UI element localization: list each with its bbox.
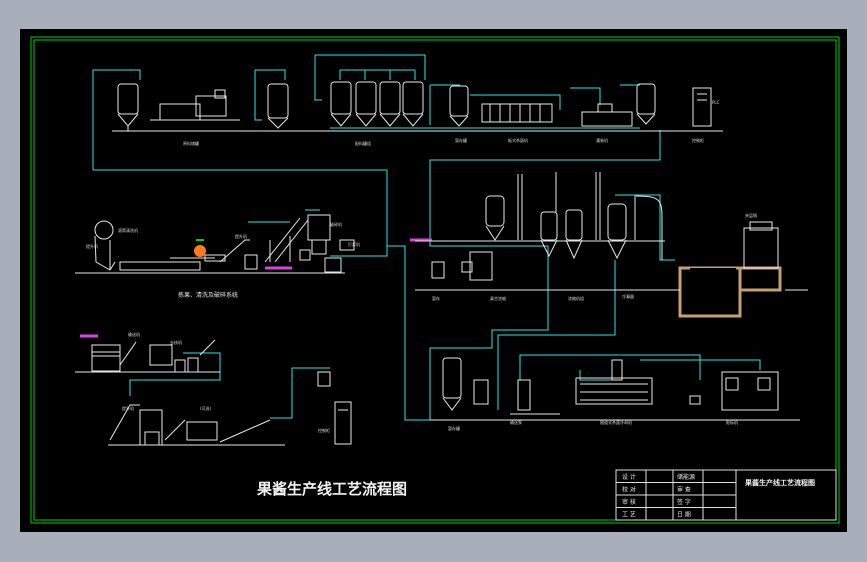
title-block xyxy=(615,469,837,521)
sorting-line-equipment xyxy=(75,339,352,446)
title-block-row-4: 工 艺 日 期 xyxy=(622,511,691,519)
bottom-line-captions: 暂存罐 输送泵 隧道式杀菌冷却机 贴标机 xyxy=(448,419,738,431)
bottom-line-pipes xyxy=(429,347,761,420)
svg-text:配料罐组: 配料罐组 xyxy=(355,140,371,146)
svg-text:提升机: 提升机 xyxy=(122,405,134,411)
svg-text:滚筒清洗机: 滚筒清洗机 xyxy=(118,227,138,233)
top-line-captions: 原料储罐 配料罐组 暂存罐 板式杀菌机 灌装机 控制柜 PLC xyxy=(183,100,720,146)
tb-role-4: 工 艺 xyxy=(622,511,636,519)
title-block-row-2: 校 对 审 查 xyxy=(622,486,691,494)
washing-system-pipes xyxy=(248,209,388,257)
washing-section-label: 拣果、清洗及破碎系统 xyxy=(178,291,238,299)
top-line-equipment xyxy=(112,81,723,132)
svg-text:暂存罐: 暂存罐 xyxy=(448,425,460,431)
svg-text:破碎机: 破碎机 xyxy=(330,221,342,227)
evaporator-captions: 暂存 真空浓缩 浓缩机组 冷凝器 xyxy=(432,293,634,301)
svg-text:(可选): (可选) xyxy=(200,405,212,411)
svg-text:提升机: 提升机 xyxy=(235,233,247,239)
title-block-row-1: 设 计 储能源 xyxy=(622,473,695,481)
washing-system-captions: 滚筒清洗机 提升机 提升机 破碎机 打浆机 xyxy=(86,221,360,249)
fruit-icon xyxy=(194,245,206,257)
svg-text:冷凝器: 冷凝器 xyxy=(622,293,634,299)
svg-text:真空浓缩: 真空浓缩 xyxy=(490,295,506,301)
svg-text:暂存: 暂存 xyxy=(432,295,440,301)
outer-border xyxy=(30,36,840,524)
inner-border xyxy=(33,39,837,521)
top-line-pipes xyxy=(92,54,661,246)
sorting-line-captions: 输送机 去核机 (可选) 提升机 控制柜 xyxy=(122,331,330,433)
svg-text:板式杀菌机: 板式杀菌机 xyxy=(508,137,528,143)
evaporator-equipment xyxy=(415,172,665,291)
svg-text:原料储罐: 原料储罐 xyxy=(183,140,199,146)
title-block-drawing-name: 果酱生产线工艺流程图 xyxy=(745,478,815,487)
main-title: 果酱生产线工艺流程图 xyxy=(256,480,407,498)
svg-text:输送机: 输送机 xyxy=(128,331,140,337)
svg-text:浓缩机组: 浓缩机组 xyxy=(568,295,584,301)
svg-text:输送泵: 输送泵 xyxy=(510,419,522,425)
tb-role-1: 设 计 xyxy=(622,473,636,481)
svg-text:打浆机: 打浆机 xyxy=(348,241,360,247)
tb-name-1: 储能源 xyxy=(677,473,695,481)
process-flow-drawing: 原料储罐 配料罐组 暂存罐 板式杀菌机 灌装机 控制柜 PLC xyxy=(30,36,840,524)
washing-system-equipment xyxy=(75,214,355,274)
tb-name-4: 日 期 xyxy=(677,511,691,519)
sorting-line-pipes xyxy=(129,352,330,419)
svg-text:隧道式杀菌冷却机: 隧道式杀菌冷却机 xyxy=(600,419,632,425)
tb-role-3: 审 核 xyxy=(622,498,636,506)
cad-viewport[interactable]: 原料储罐 配料罐组 暂存罐 板式杀菌机 灌装机 控制柜 PLC xyxy=(20,29,847,532)
tb-name-2: 审 查 xyxy=(677,486,691,494)
title-block-row-3: 审 核 签 字 xyxy=(622,498,691,506)
svg-text:贴标机: 贴标机 xyxy=(726,419,738,425)
tb-role-2: 校 对 xyxy=(622,486,636,494)
svg-text:控制柜: 控制柜 xyxy=(692,137,704,143)
svg-text:暂存罐: 暂存罐 xyxy=(455,137,467,143)
tb-name-3: 签 字 xyxy=(677,498,691,506)
svg-text:灌装机: 灌装机 xyxy=(596,137,608,143)
cooling-caption: 夹层锅 xyxy=(745,212,757,218)
cooling-pool xyxy=(678,266,782,318)
svg-text:控制柜: 控制柜 xyxy=(318,427,330,433)
cooling-equipment xyxy=(665,221,808,291)
svg-text:提升机: 提升机 xyxy=(86,243,98,249)
svg-text:去核机: 去核机 xyxy=(170,339,182,345)
bottom-line-equipment xyxy=(430,357,800,421)
svg-text:PLC: PLC xyxy=(712,100,720,105)
